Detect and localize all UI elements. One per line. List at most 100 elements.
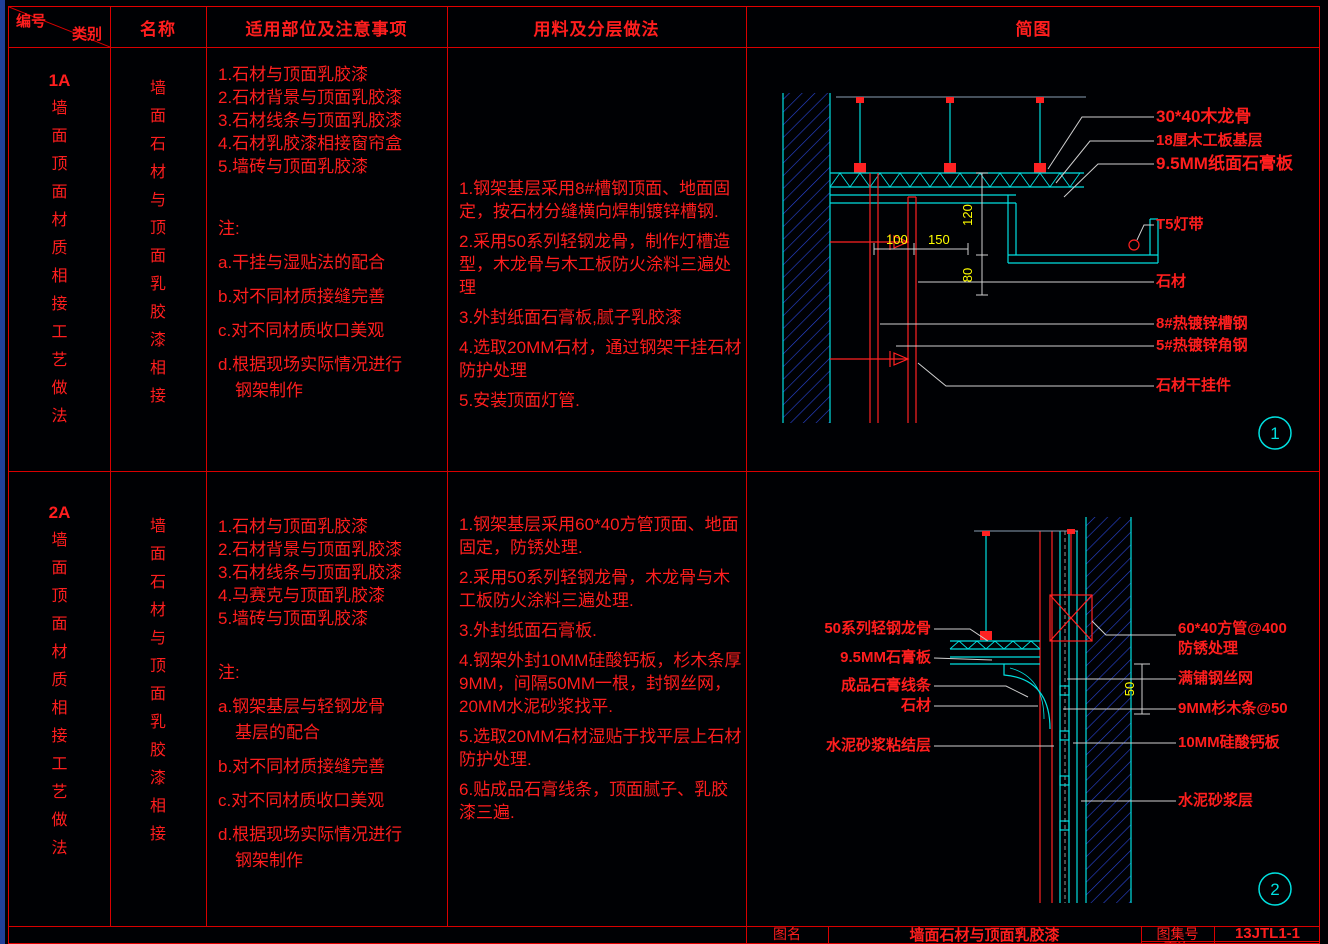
method-item: 5.选取20MM石材湿贴于找平层上石材防护处理. — [459, 727, 742, 769]
corner-diagonal-line — [9, 7, 110, 47]
note-item: b.对不同材质接缝完善 — [218, 757, 386, 776]
method-item: 5.安装顶面灯管. — [459, 391, 580, 410]
grid-line — [828, 926, 829, 943]
method-item: 6.贴成品石膏线条，顶面腻子、乳胶漆三遍. — [459, 780, 729, 822]
method-item: 2.采用50系列轻钢龙骨，制作灯槽造型，木龙骨与木工板防火涂料三遍处理 — [459, 232, 731, 297]
detail-number-bubble-2: 2 — [1258, 872, 1292, 906]
row1-code-cell: 1A 墙 面 顶 面 材 质 相 接 工 艺 做 法 — [9, 47, 110, 471]
callout-label: 9.5MM石膏板 — [840, 649, 931, 666]
note-item: c.对不同材质收口美观 — [218, 321, 385, 340]
row2-code: 2A — [48, 503, 71, 522]
usage-item: 4.石材乳胶漆相接窗帘盒 — [218, 134, 403, 153]
leader-lines — [933, 620, 1176, 802]
titleblock-atlas-label: 图集号 — [1156, 925, 1199, 942]
grid-line — [206, 7, 207, 926]
header-method: 用料及分层做法 — [533, 19, 660, 39]
callout-label: 9MM杉木条@50 — [1178, 700, 1288, 717]
note-item: c.对不同材质收口美观 — [218, 791, 385, 810]
callout-label: 8#热镀锌槽钢 — [1156, 315, 1248, 332]
row1-sketch-cell: 100 150 120 80 1 30*40木龙骨 18厘木工板基层 9.5MM… — [746, 47, 1319, 471]
grid-line — [1214, 926, 1215, 943]
method-item: 3.外封纸面石膏板,腻子乳胶漆 — [459, 308, 682, 327]
method-item: 4.钢架外封10MM硅酸钙板，杉木条厚9MM，间隔50MM一根，封钢丝网，20M… — [459, 651, 742, 716]
callout-label: 石材 — [1156, 273, 1187, 290]
grid-line — [447, 7, 448, 926]
callout-label: 9.5MM纸面石膏板 — [1156, 154, 1293, 173]
detail-number-1: 1 — [1270, 424, 1279, 443]
callout-label: 石材干挂件 — [1156, 377, 1232, 394]
row1-name-cell: 墙 面 石 材 与 顶 面 乳 胶 漆 相 接 — [110, 47, 206, 471]
method-item: 4.选取20MM石材，通过钢架干挂石材防护处理 — [459, 338, 742, 380]
detail-drawing-2: 50 2 — [933, 517, 1292, 906]
header-category: 类别 — [71, 26, 102, 43]
note-item: a.钢架基层与轻钢龙骨 基层的配合 — [218, 697, 386, 742]
grid-line — [110, 7, 111, 926]
note-label: 注: — [218, 663, 240, 682]
usage-item: 5.墙砖与顶面乳胶漆 — [218, 609, 369, 628]
callout-label: 石材 — [900, 697, 931, 714]
usage-item: 5.墙砖与顶面乳胶漆 — [218, 157, 369, 176]
note-item: d.根据现场实际情况进行 钢架制作 — [218, 355, 403, 400]
callout-label: 成品石膏线条 — [840, 677, 931, 694]
note-item: a.干挂与湿贴法的配合 — [218, 253, 386, 272]
row2-name: 墙 面 石 材 与 顶 面 乳 胶 漆 相 接 — [149, 518, 166, 843]
callout-label: 水泥砂浆层 — [1178, 792, 1254, 809]
detail-drawing-1: 100 150 120 80 1 — [782, 93, 1292, 450]
callout-label: 10MM硅酸钙板 — [1178, 734, 1280, 751]
grid-line — [9, 926, 1319, 927]
dim-80: 80 — [960, 268, 975, 282]
method-item: 1.钢架基层采用8#槽钢顶面、地面固定，按石材分缝横向焊制镀锌槽钢. — [459, 179, 731, 221]
callout-label: 50系列轻钢龙骨 — [824, 620, 931, 637]
usage-item: 3.石材线条与顶面乳胶漆 — [218, 563, 403, 582]
usage-item: 3.石材线条与顶面乳胶漆 — [218, 111, 403, 130]
table-frame: 编号 类别 名称 适用部位及注意事项 用料及分层做法 简图 1A 墙 面 顶 面… — [8, 6, 1320, 944]
note-label: 注: — [218, 219, 240, 238]
usage-item: 1.石材与顶面乳胶漆 — [218, 517, 369, 536]
callout-label: 满铺钢丝网 — [1178, 670, 1254, 687]
dim-100: 100 — [886, 232, 908, 247]
row1-category: 墙 面 顶 面 材 质 相 接 工 艺 做 法 — [51, 100, 68, 425]
row1-name: 墙 面 石 材 与 顶 面 乳 胶 漆 相 接 — [149, 80, 166, 405]
row2-usage-cell: 1.石材与顶面乳胶漆 2.石材背景与顶面乳胶漆 3.石材线条与顶面乳胶漆 4.马… — [206, 471, 447, 927]
grid-line — [1141, 926, 1142, 943]
method-item: 2.采用50系列轻钢龙骨，木龙骨与木工板防火涂料三遍处理. — [459, 568, 731, 610]
canvas-left-edge — [0, 0, 5, 944]
header-code: 编号 — [16, 13, 47, 30]
usage-item: 2.石材背景与顶面乳胶漆 — [218, 540, 403, 559]
header-name: 名称 — [140, 19, 176, 39]
grid-line — [746, 7, 747, 943]
titleblock-name-label: 图名 — [773, 926, 801, 942]
row2-sketch-cell: 50 2 50系列轻钢龙骨 9.5MM石膏板 成品石膏线条 石材 水泥砂浆粘结层… — [746, 471, 1319, 927]
row2-category: 墙 面 顶 面 材 质 相 接 工 艺 做 法 — [51, 532, 68, 857]
detail-number-bubble-1: 1 — [1258, 416, 1292, 450]
row2-name-cell: 墙 面 石 材 与 顶 面 乳 胶 漆 相 接 — [110, 471, 206, 927]
usage-item: 4.马赛克与顶面乳胶漆 — [218, 586, 386, 605]
row1-code: 1A — [48, 71, 71, 90]
callout-label: 水泥砂浆粘结层 — [825, 737, 931, 754]
usage-item: 2.石材背景与顶面乳胶漆 — [218, 88, 403, 107]
detail-number-2: 2 — [1270, 880, 1279, 899]
method-item: 3.外封纸面石膏板. — [459, 621, 597, 640]
leader-lines — [880, 116, 1154, 387]
row1-method-cell: 1.钢架基层采用8#槽钢顶面、地面固定，按石材分缝横向焊制镀锌槽钢. 2.采用5… — [447, 47, 746, 471]
header-corner-cell: 编号 类别 — [9, 7, 110, 47]
titleblock-drawing-name: 墙面石材与顶面乳胶漆 — [909, 926, 1060, 944]
callout-label: 18厘木工板基层 — [1156, 132, 1263, 149]
usage-item: 1.石材与顶面乳胶漆 — [218, 65, 369, 84]
grid-line — [9, 471, 1319, 472]
callout-label: T5灯带 — [1156, 216, 1204, 233]
callout-label: 30*40木龙骨 — [1156, 107, 1252, 126]
note-item: d.根据现场实际情况进行 钢架制作 — [218, 825, 403, 870]
row2-method-cell: 1.钢架基层采用60*40方管顶面、地面固定，防锈处理. 2.采用50系列轻钢龙… — [447, 471, 746, 927]
callout-label: 60*40方管@400 防锈处理 — [1178, 620, 1287, 657]
method-item: 1.钢架基层采用60*40方管顶面、地面固定，防锈处理. — [459, 515, 739, 557]
dim-120: 120 — [960, 204, 975, 226]
grid-line — [9, 47, 1319, 48]
header-usage: 适用部位及注意事项 — [245, 19, 408, 39]
note-item: b.对不同材质接缝完善 — [218, 287, 386, 306]
dim-150: 150 — [928, 232, 950, 247]
titleblock-page-label: 页次 — [1141, 940, 1214, 943]
row2-code-cell: 2A 墙 面 顶 面 材 质 相 接 工 艺 做 法 — [9, 471, 110, 927]
titleblock-page-no: F-6 — [1214, 940, 1319, 944]
